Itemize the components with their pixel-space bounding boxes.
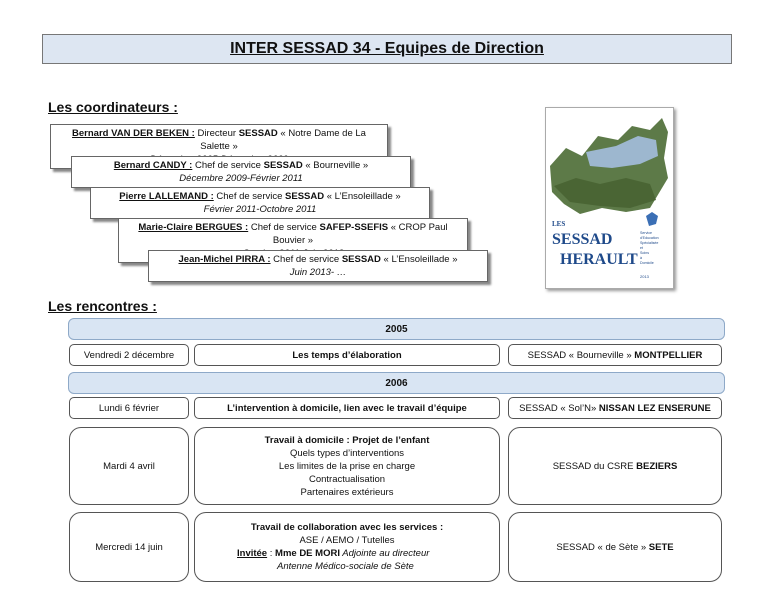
logo-les: LES	[552, 220, 565, 228]
coordinator-place: « Bourneville »	[302, 160, 369, 171]
coordinator-role: Directeur	[194, 128, 239, 139]
topic-line: Partenaires extérieurs	[300, 486, 394, 498]
logo-side-3: et	[640, 246, 643, 250]
invitee-sep: :	[267, 548, 276, 559]
logo-year: 2013	[640, 274, 650, 279]
coordinator-role: Chef de service	[213, 191, 286, 202]
topic-line: ASE / AEMO / Tutelles	[299, 535, 395, 546]
invitee-org: Antenne Médico-sociale de Sète	[277, 561, 414, 572]
coordinator-place: « L’Ensoleillade »	[324, 191, 401, 202]
place-city: SETE	[648, 541, 674, 553]
coordinateurs-heading: Les coordinateurs :	[48, 99, 178, 115]
place-city: MONTPELLIER	[634, 349, 703, 361]
logo-side-0: Service	[640, 231, 652, 235]
topic-line: Quels types d’interventions	[289, 447, 405, 459]
logo-image: LES SESSAD HERAULT Service d'Education S…	[546, 108, 673, 288]
coordinator-place: « Notre Dame de La Salette »	[200, 128, 366, 152]
coordinator-card: Jean-Michel PIRRA : Chef de service SESS…	[148, 250, 488, 282]
topic-title: Travail à domicile : Projet de l’enfant	[264, 434, 430, 446]
place-prefix: SESSAD « Sol’N»	[519, 402, 597, 414]
invitee-line: Invitée : Mme DE MORI Adjointe au direct…	[237, 547, 457, 560]
logo-sessad: SESSAD	[552, 231, 612, 248]
invitee-name: Mme DE MORI	[275, 548, 340, 559]
logo-side-5: à	[640, 256, 642, 260]
meeting-place: SESSAD « de Sète » SETE	[508, 512, 722, 582]
invitee-role: Adjointe au directeur	[339, 548, 430, 559]
coordinator-place: « L’Ensoleillade »	[380, 254, 458, 265]
logo-side-6: Domicile	[640, 261, 654, 265]
topic-line: Les limites de la prise en charge	[278, 460, 416, 472]
year-label: 2006	[385, 377, 408, 389]
meeting-topic: Les temps d’élaboration	[194, 344, 500, 366]
place-city: NISSAN LEZ ENSERUNE	[598, 402, 711, 414]
page-title-box: INTER SESSAD 34 - Equipes de Direction	[42, 34, 732, 64]
meeting-place: SESSAD « Bourneville » MONTPELLIER	[508, 344, 722, 366]
invitee-label: Invitée	[237, 548, 268, 559]
coordinator-name: Jean-Michel PIRRA :	[178, 254, 271, 265]
year-label: 2005	[385, 323, 408, 335]
meeting-date: Mercredi 14 juin	[69, 512, 189, 582]
coordinator-org: SESSAD	[263, 160, 303, 171]
place-city: BEZIERS	[636, 460, 678, 472]
coordinator-card: Bernard CANDY : Chef de service SESSAD «…	[71, 156, 411, 188]
meeting-date: Mardi 4 avril	[69, 427, 189, 505]
page-title: INTER SESSAD 34 - Equipes de Direction	[230, 40, 544, 57]
topic-title: Travail de collaboration avec les servic…	[250, 522, 444, 533]
logo-side-1: d'Education	[640, 236, 659, 240]
coordinator-dates: Février 2011-Octobre 2011	[203, 204, 317, 215]
coordinator-org: SAFEP-SSEFIS	[319, 222, 389, 233]
rencontres-heading: Les rencontres :	[48, 298, 157, 314]
logo-side-4: Soins	[640, 251, 649, 255]
meeting-topic: L’intervention à domicile, lien avec le …	[194, 397, 500, 419]
meeting-date: Lundi 6 février	[69, 397, 189, 419]
coordinator-org: SESSAD	[238, 128, 278, 139]
coordinator-role: Chef de service	[270, 254, 342, 265]
coordinator-name: Bernard CANDY :	[113, 160, 193, 171]
coordinator-role: Chef de service	[192, 160, 264, 171]
meeting-topic: Travail à domicile : Projet de l’enfant …	[194, 427, 500, 505]
sessad-herault-logo: LES SESSAD HERAULT Service d'Education S…	[545, 107, 674, 289]
meeting-date: Vendredi 2 décembre	[69, 344, 189, 366]
coordinator-role: Chef de service	[248, 222, 320, 233]
place-prefix: SESSAD du CSRE	[552, 460, 634, 472]
logo-herault: HERAULT	[560, 251, 638, 268]
coordinator-name: Bernard VAN DER BEKEN :	[72, 128, 195, 139]
meeting-place: SESSAD du CSRE BEZIERS	[508, 427, 722, 505]
coordinator-name: Pierre LALLEMAND :	[119, 191, 214, 202]
coordinator-name: Marie-Claire BERGUES :	[138, 222, 249, 233]
coordinator-card: Pierre LALLEMAND : Chef de service SESSA…	[90, 187, 430, 219]
coordinator-org: SESSAD	[341, 254, 381, 265]
year-bar-2005: 2005	[68, 318, 725, 340]
coordinator-org: SESSAD	[285, 191, 325, 202]
topic-line: Contractualisation	[308, 473, 386, 485]
logo-side-2: Spécialisée	[640, 241, 658, 245]
place-prefix: SESSAD « Bourneville »	[527, 349, 632, 361]
coordinator-place: « CROP Paul Bouvier »	[272, 222, 448, 246]
meeting-topic: Travail de collaboration avec les servic…	[194, 512, 500, 582]
year-bar-2006: 2006	[68, 372, 725, 394]
place-prefix: SESSAD « de Sète »	[556, 541, 647, 553]
coordinator-dates: Décembre 2009-Février 2011	[179, 173, 303, 184]
meeting-place: SESSAD « Sol’N» NISSAN LEZ ENSERUNE	[508, 397, 722, 419]
coordinator-dates: Juin 2013- …	[289, 267, 347, 278]
